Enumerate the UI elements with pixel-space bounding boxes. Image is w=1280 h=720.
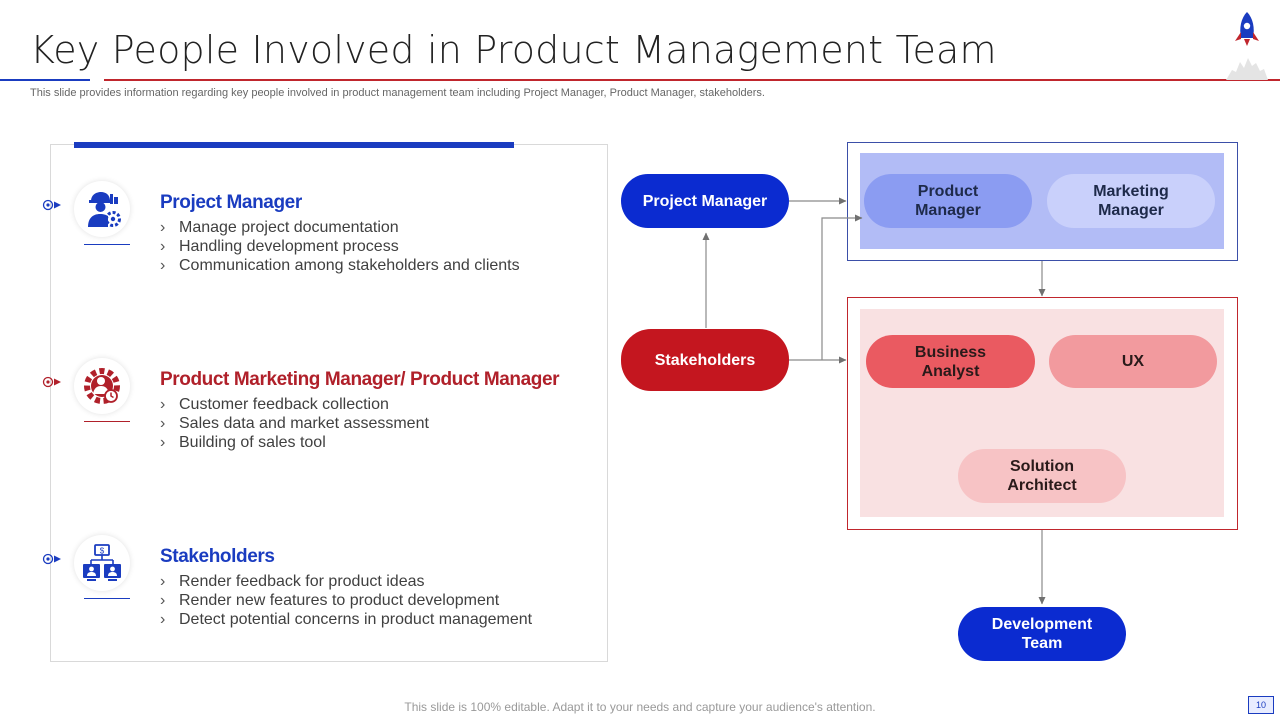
node-project-manager: Project Manager — [621, 174, 789, 228]
svg-text:$: $ — [100, 547, 105, 556]
node-ux: UX — [1049, 335, 1217, 388]
title-rule-blue — [0, 79, 90, 81]
list-item: ›Render feedback for product ideas — [160, 573, 425, 590]
icon-underline — [84, 598, 130, 599]
node-stakeholders: Stakeholders — [621, 329, 789, 391]
section-points: ›Render feedback for product ideas ›Rend… — [160, 572, 532, 629]
worker-gear-icon — [74, 181, 130, 237]
target-arrow-icon — [42, 376, 61, 388]
icon-underline — [84, 421, 130, 422]
page-number: 10 — [1248, 696, 1274, 714]
list-item: ›Communication among stakeholders and cl… — [160, 257, 520, 274]
section-points: ›Manage project documentation ›Handling … — [160, 218, 520, 275]
node-product-manager: Product Manager — [864, 174, 1032, 228]
list-item: ›Customer feedback collection — [160, 396, 389, 413]
managers-group-frame — [847, 142, 1238, 261]
manager-gear-icon — [74, 358, 130, 414]
target-arrow-icon — [42, 199, 61, 211]
icon-underline — [84, 244, 130, 245]
section-stakeholders: $ Stakeholders ›Render feedback for prod… — [42, 535, 602, 655]
rocket-logo-icon — [1226, 12, 1268, 80]
list-item: ›Render new features to product developm… — [160, 592, 500, 609]
roles-card — [50, 144, 608, 662]
node-marketing-manager: Marketing Manager — [1047, 174, 1215, 228]
list-item: ›Manage project documentation — [160, 219, 399, 236]
list-item: ›Sales data and market assessment — [160, 415, 429, 432]
section-title: Product Marketing Manager/ Product Manag… — [160, 369, 560, 390]
list-item: ›Detect potential concerns in product ma… — [160, 611, 533, 628]
node-development-team: Development Team — [958, 607, 1126, 661]
section-title: Project Manager — [160, 192, 302, 213]
target-arrow-icon — [42, 553, 61, 565]
slide-subtitle: This slide provides information regardin… — [30, 87, 765, 99]
slide-title: Key People Involved in Product Managemen… — [30, 28, 997, 72]
node-business-analyst: Business Analyst — [866, 335, 1035, 388]
footer-note: This slide is 100% editable. Adapt it to… — [404, 700, 876, 714]
section-points: ›Customer feedback collection ›Sales dat… — [160, 395, 429, 452]
list-item: ›Handling development process — [160, 238, 399, 255]
section-product-manager: Product Marketing Manager/ Product Manag… — [42, 358, 602, 478]
specialists-group-frame — [847, 297, 1238, 530]
node-solution-architect: Solution Architect — [958, 449, 1126, 503]
section-title: Stakeholders — [160, 546, 275, 567]
title-rule-red — [104, 79, 1280, 81]
section-project-manager: Project Manager ›Manage project document… — [42, 181, 602, 301]
list-item: ›Building of sales tool — [160, 434, 326, 451]
card-accent-bar — [74, 142, 514, 148]
network-people-icon: $ — [74, 535, 130, 591]
